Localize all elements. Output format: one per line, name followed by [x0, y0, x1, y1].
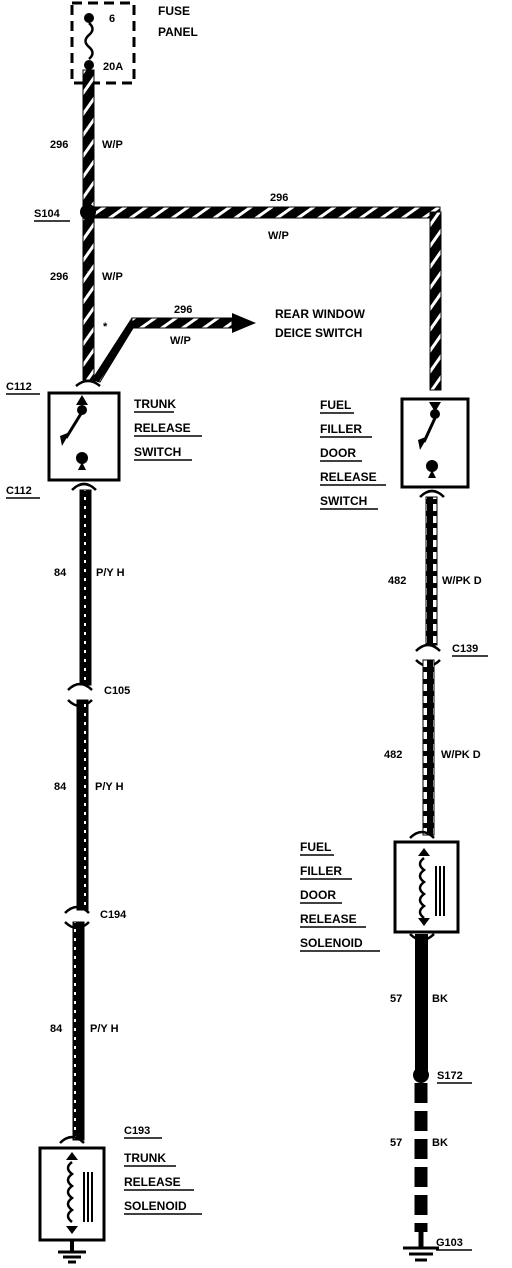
wire-84-b-color: P/Y H: [95, 781, 124, 793]
fuel-solenoid-label-1: FUEL: [300, 840, 331, 854]
trunk-solenoid-label-2: RELEASE: [124, 1175, 181, 1189]
trunk-solenoid-label-1: TRUNK: [124, 1151, 166, 1165]
wire-482-segment-2: [422, 659, 435, 836]
wire-296-branch-circuit: 296: [174, 304, 192, 316]
fuel-switch-label-1: FUEL: [320, 398, 351, 412]
trunk-release-switch: [47, 391, 121, 482]
wire-296-branch-color: W/P: [170, 335, 191, 347]
splice-s172-label: S172: [437, 1070, 463, 1082]
wire-84-segment-3: [72, 921, 85, 1141]
wire-296-right-vertical: [429, 211, 442, 391]
fuse-number: 6: [109, 13, 115, 25]
fuel-switch-label-2: FILLER: [320, 422, 362, 436]
wire-482-b-circuit: 482: [384, 749, 402, 761]
fuel-door-release-switch: [400, 397, 470, 489]
fuel-solenoid-label-4: RELEASE: [300, 912, 357, 926]
connector-c193: C193: [124, 1125, 150, 1137]
trunk-switch-label-1: TRUNK: [134, 397, 176, 411]
trunk-release-solenoid: [38, 1146, 106, 1242]
fuel-switch-label-3: DOOR: [320, 446, 356, 460]
fuel-switch-label-4: RELEASE: [320, 470, 377, 484]
wire-482-segment-1: [425, 496, 438, 646]
connector-c112-top: C112: [6, 381, 32, 393]
arrow-to-deice-switch: [232, 313, 256, 333]
wire-57-b-color: BK: [432, 1137, 448, 1149]
wire-84-segment-1: [79, 489, 92, 686]
wire-296-right-circuit: 296: [270, 192, 288, 204]
wire-296-top-circuit: 296: [50, 139, 68, 151]
wire-482-a-color: W/PK D: [442, 575, 482, 587]
fuse-panel-label-1: FUSE: [158, 4, 190, 18]
fuel-solenoid-label-5: SOLENOID: [300, 936, 363, 950]
splice-s104-dot: [80, 204, 96, 220]
connector-c105: C105: [104, 685, 130, 697]
wire-84-a-circuit: 84: [54, 567, 67, 579]
rear-window-label-2: DEICE SWITCH: [275, 326, 362, 340]
fuel-solenoid-label-3: DOOR: [300, 888, 336, 902]
splice-s104-label: S104: [34, 208, 61, 220]
splice-s172-dot: [413, 1067, 429, 1083]
rear-window-label-1: REAR WINDOW: [275, 307, 366, 321]
fuse-panel-label-2: PANEL: [158, 25, 198, 39]
fuse-panel: 6 20A FUSE PANEL: [70, 1, 198, 85]
connector-c139: C139: [452, 643, 478, 655]
wire-296-mid-circuit: 296: [50, 271, 68, 283]
wire-84-segment-2: [76, 699, 89, 911]
trunk-solenoid-label-3: SOLENOID: [124, 1199, 187, 1213]
connector-c194: C194: [100, 909, 127, 921]
wire-57-a-circuit: 57: [390, 993, 402, 1005]
wire-84-c-color: P/Y H: [90, 1023, 119, 1035]
wire-482-a-circuit: 482: [388, 575, 406, 587]
wire-296-mid-color: W/P: [102, 271, 123, 283]
trunk-switch-label-2: RELEASE: [134, 421, 191, 435]
ground-symbol-g103: [403, 1232, 439, 1262]
wire-57-b-circuit: 57: [390, 1137, 402, 1149]
fuel-switch-label-5: SWITCH: [320, 494, 367, 508]
wire-84-a-color: P/Y H: [96, 567, 125, 579]
fuse-rating: 20A: [103, 61, 123, 73]
wire-296-left: [82, 69, 95, 381]
wire-296-top-color: W/P: [102, 139, 123, 151]
wire-57-segment-1: [415, 934, 428, 1074]
wire-84-b-circuit: 84: [54, 781, 67, 793]
wire-296-right-color: W/P: [268, 230, 289, 242]
fuel-solenoid-label-2: FILLER: [300, 864, 342, 878]
fuel-door-release-solenoid: [393, 840, 460, 934]
wire-57-a-color: BK: [432, 993, 448, 1005]
wire-296-horizontal: [88, 206, 441, 219]
wire-84-c-circuit: 84: [50, 1023, 63, 1035]
connector-c112-bottom: C112: [6, 485, 32, 497]
wire-296-branch: *: [91, 313, 256, 383]
ground-g103-label: G103: [436, 1237, 463, 1249]
trunk-switch-label-3: SWITCH: [134, 445, 181, 459]
svg-text:*: *: [103, 321, 108, 333]
ground-symbol-left: [58, 1240, 86, 1264]
wire-482-b-color: W/PK D: [441, 749, 481, 761]
